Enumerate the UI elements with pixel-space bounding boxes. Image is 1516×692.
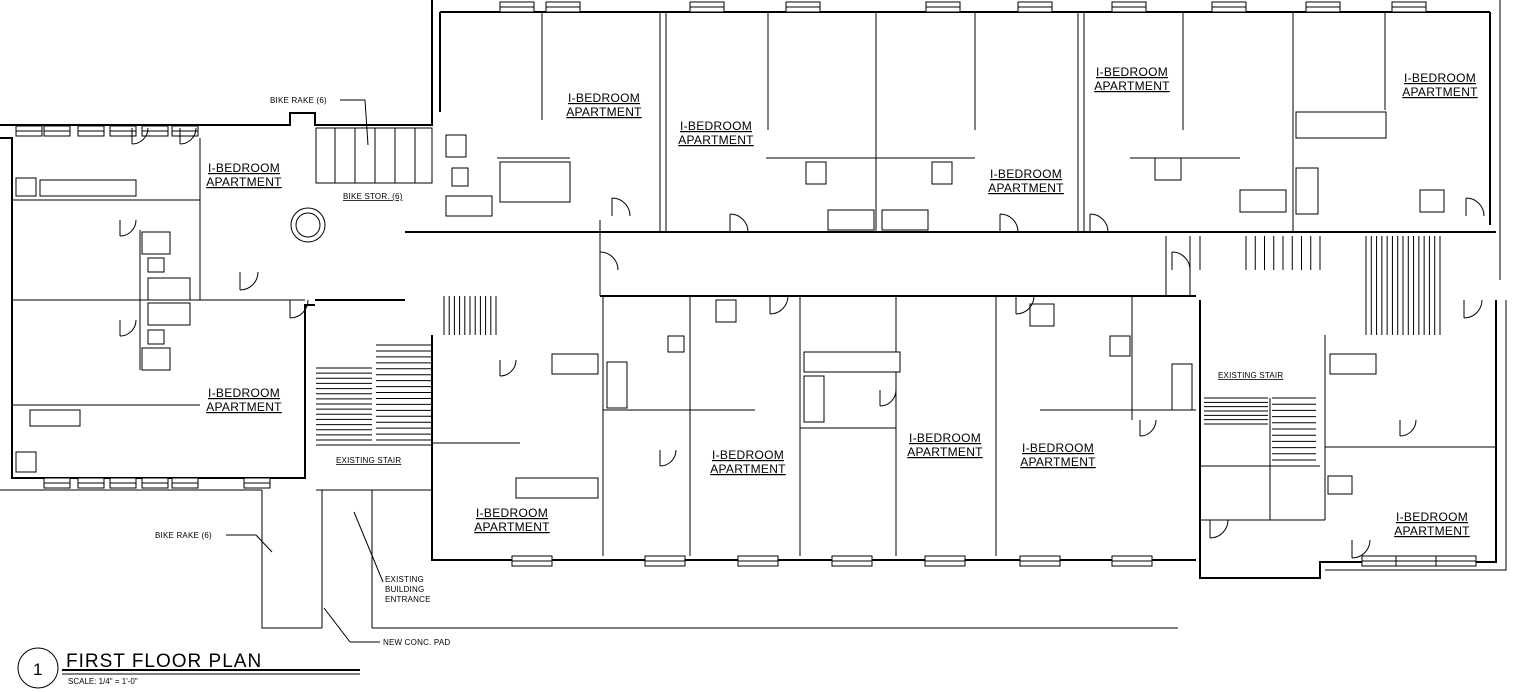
bike-rake-lower-label: BIKE RAKE (6) xyxy=(155,531,212,540)
bike-storage-label: BIKE STOR. (6) xyxy=(343,192,403,201)
door-swing xyxy=(1139,419,1157,437)
existing-stair-left-label: EXISTING STAIR xyxy=(336,456,401,465)
windows xyxy=(15,1,1477,567)
door-swing xyxy=(119,319,137,337)
door-swing xyxy=(289,299,309,319)
door-swing xyxy=(879,389,897,407)
apartment-label-line1: I-BEDROOM xyxy=(476,506,548,520)
apartment-label-line1: I-BEDROOM xyxy=(712,448,784,462)
apartment-label-line2: APARTMENT xyxy=(988,181,1064,195)
existing-stair-right-label: EXISTING STAIR xyxy=(1218,371,1283,380)
door-swing xyxy=(769,295,789,315)
entrance-label-line3: ENTRANCE xyxy=(385,595,431,604)
door-swing xyxy=(119,219,137,237)
door-swing xyxy=(131,127,149,145)
door-swing xyxy=(659,449,677,467)
title-block: 1 FIRST FLOOR PLAN SCALE: 1/4" = 1'-0" xyxy=(17,647,360,689)
apartment-labels: I-BEDROOMAPARTMENTI-BEDROOMAPARTMENTI-BE… xyxy=(206,65,1478,538)
door-swing xyxy=(1399,419,1417,437)
door-swing xyxy=(1351,539,1371,559)
entrance-label-line2: BUILDING xyxy=(385,585,424,594)
apartment-label-line2: APARTMENT xyxy=(206,400,282,414)
door-swing xyxy=(999,213,1019,233)
apartment-label-line1: I-BEDROOM xyxy=(680,119,752,133)
door-swing xyxy=(1015,295,1035,315)
apartment-label-line2: APARTMENT xyxy=(474,520,550,534)
annotations: BIKE RAKE (6) BIKE STOR. (6) EXISTING ST… xyxy=(155,96,1283,647)
exterior-walls xyxy=(0,0,1507,629)
drawing-title: FIRST FLOOR PLAN xyxy=(66,651,262,672)
new-pad-label: NEW CONC. PAD xyxy=(383,638,450,647)
entrance-label-line1: EXISTING xyxy=(385,575,424,584)
apartment-label-line2: APARTMENT xyxy=(1094,79,1170,93)
apartment-label-line1: I-BEDROOM xyxy=(1404,71,1476,85)
apartment-label-line1: I-BEDROOM xyxy=(1022,441,1094,455)
apartment-label-line1: I-BEDROOM xyxy=(1396,510,1468,524)
apartment-label-line2: APARTMENT xyxy=(206,175,282,189)
door-swing xyxy=(499,359,517,377)
door-swing xyxy=(611,197,631,217)
bike-rake-upper-label: BIKE RAKE (6) xyxy=(270,96,327,105)
door-swing xyxy=(239,271,259,291)
apartment-label-line2: APARTMENT xyxy=(710,462,786,476)
apartment-label-line1: I-BEDROOM xyxy=(990,167,1062,181)
drawing-number: 1 xyxy=(33,660,43,679)
interior-partitions xyxy=(12,12,1496,556)
apartment-label-line1: I-BEDROOM xyxy=(208,386,280,400)
apartment-label-line1: I-BEDROOM xyxy=(208,161,280,175)
corridor xyxy=(315,220,1496,301)
apartment-label-line2: APARTMENT xyxy=(907,445,983,459)
door-swing xyxy=(1463,299,1483,319)
apartment-label-line2: APARTMENT xyxy=(1020,455,1096,469)
door-swing xyxy=(1465,197,1485,217)
door-swing xyxy=(599,251,619,271)
drawing-scale: SCALE: 1/4" = 1'-0" xyxy=(68,677,138,686)
door-swing xyxy=(1171,251,1191,271)
apartment-label-line1: I-BEDROOM xyxy=(568,91,640,105)
drawing-number-circle xyxy=(17,647,59,689)
apartment-label-line2: APARTMENT xyxy=(1394,524,1470,538)
door-swing xyxy=(179,127,197,145)
apartment-label-line2: APARTMENT xyxy=(678,133,754,147)
door-swing xyxy=(1209,519,1229,539)
apartment-label-line1: I-BEDROOM xyxy=(909,431,981,445)
stair-treads xyxy=(316,236,1441,461)
apartment-label-line1: I-BEDROOM xyxy=(1096,65,1168,79)
apartment-label-line2: APARTMENT xyxy=(566,105,642,119)
door-swing xyxy=(1089,213,1109,233)
door-swing xyxy=(729,213,749,233)
apartment-label-line2: APARTMENT xyxy=(1402,85,1478,99)
door-swings xyxy=(119,127,1485,559)
